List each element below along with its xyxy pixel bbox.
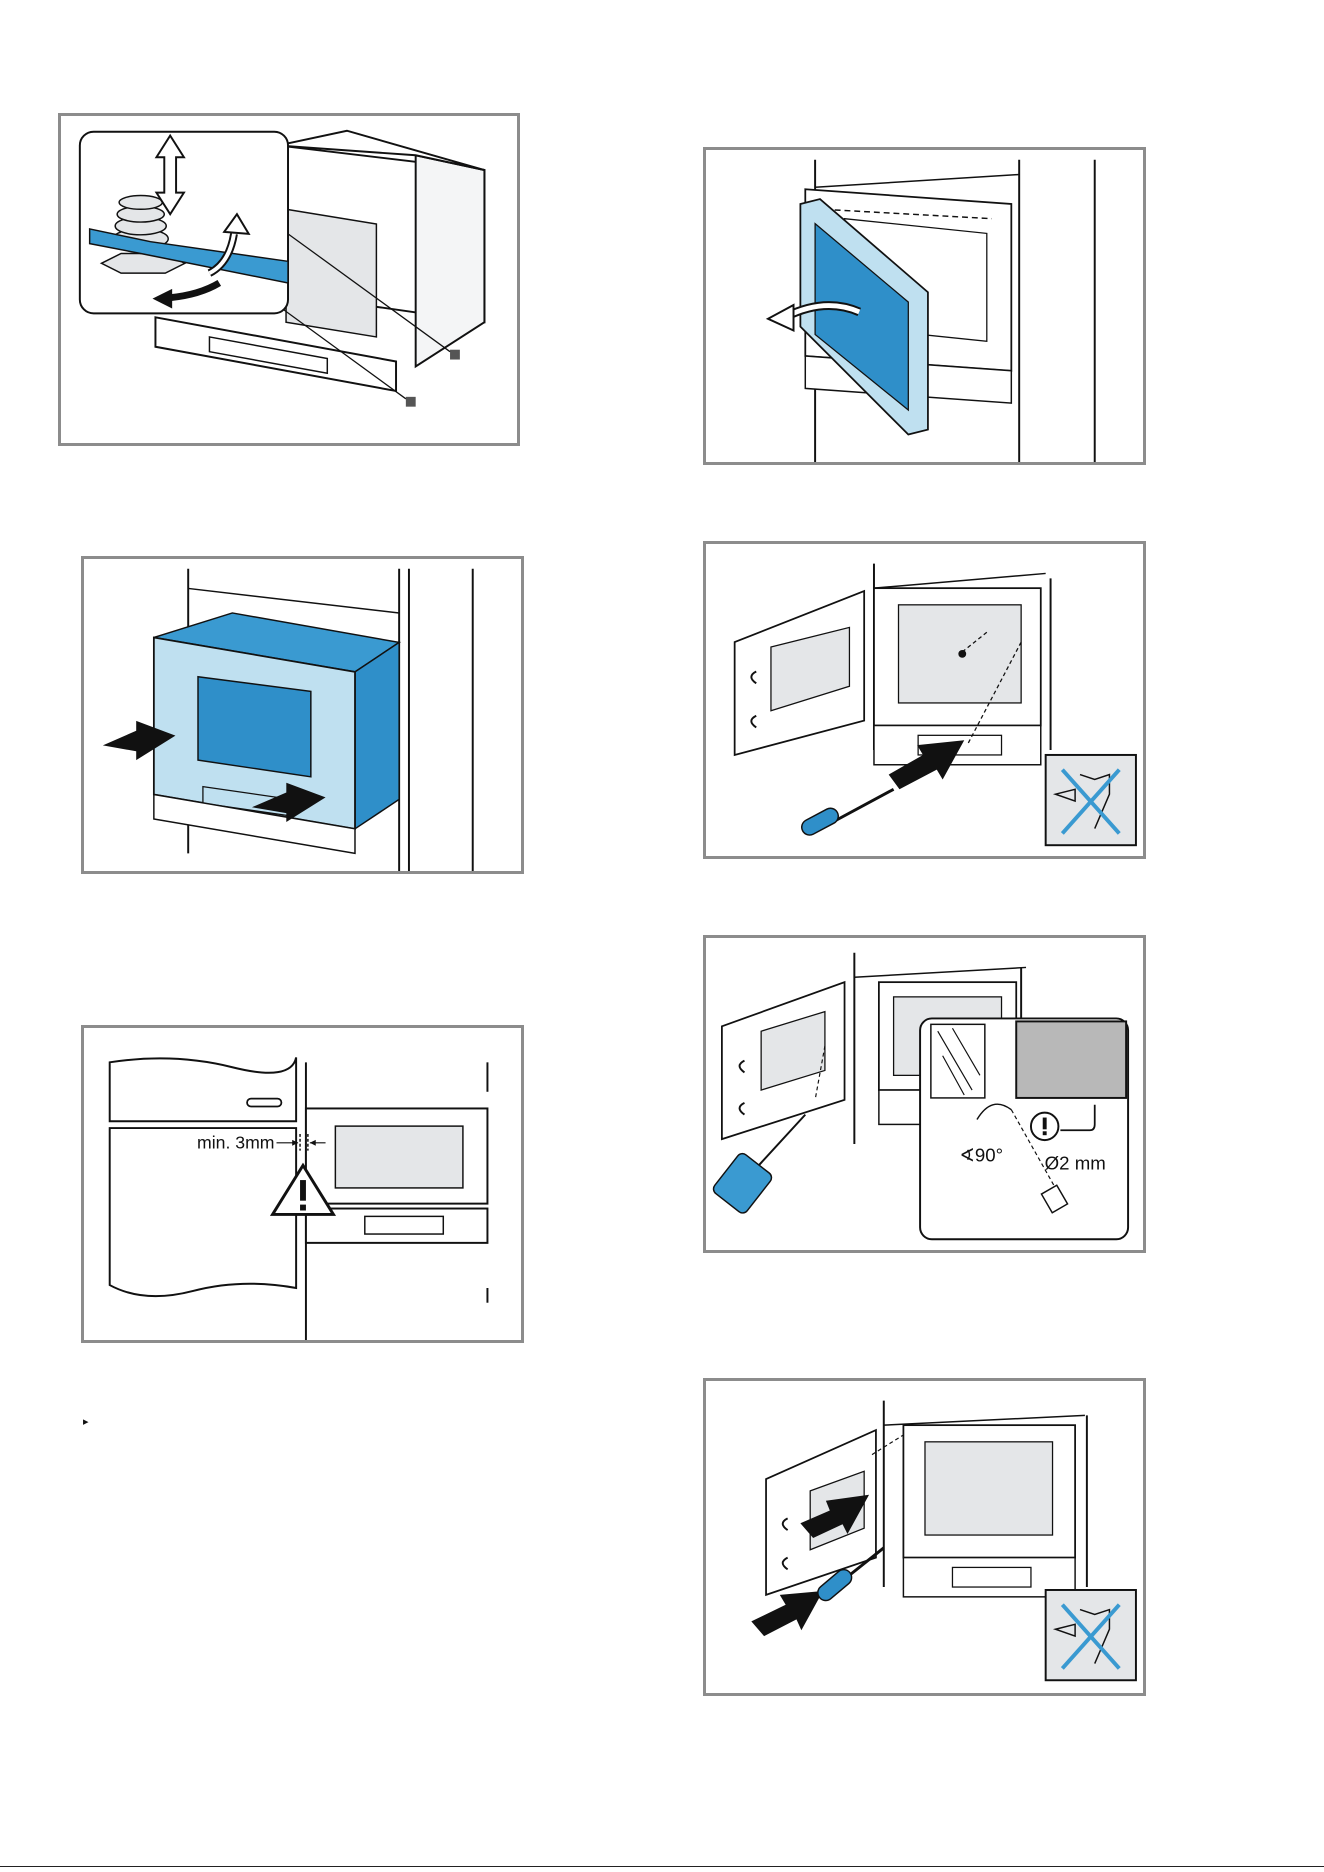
feet-adjust-illustration bbox=[61, 116, 517, 443]
figure-insert-appliance bbox=[81, 556, 524, 874]
figure-screw-fix bbox=[703, 541, 1146, 859]
min-gap-label: min. 3mm bbox=[197, 1133, 274, 1153]
list-bullet: ▸ bbox=[83, 1417, 89, 1428]
predrill-illustration: ∢90° Ø2 mm bbox=[706, 938, 1143, 1250]
insert-appliance-illustration bbox=[84, 559, 521, 871]
drill-diameter-label: Ø2 mm bbox=[1045, 1153, 1106, 1174]
figure-open-door bbox=[703, 147, 1146, 465]
drill-angle-label: ∢90° bbox=[959, 1145, 1003, 1166]
open-door-illustration bbox=[706, 150, 1143, 462]
figure-adjust-feet bbox=[58, 113, 520, 446]
figure-predrill: ∢90° Ø2 mm bbox=[703, 935, 1146, 1253]
figure-fix-door-panel bbox=[703, 1378, 1146, 1696]
min-gap-illustration: min. 3mm bbox=[84, 1028, 521, 1340]
figure-min-gap-warning: min. 3mm bbox=[81, 1025, 524, 1343]
footer-rule bbox=[0, 1866, 1324, 1867]
fix-door-panel-illustration bbox=[706, 1381, 1143, 1693]
screw-fix-illustration bbox=[706, 544, 1143, 856]
